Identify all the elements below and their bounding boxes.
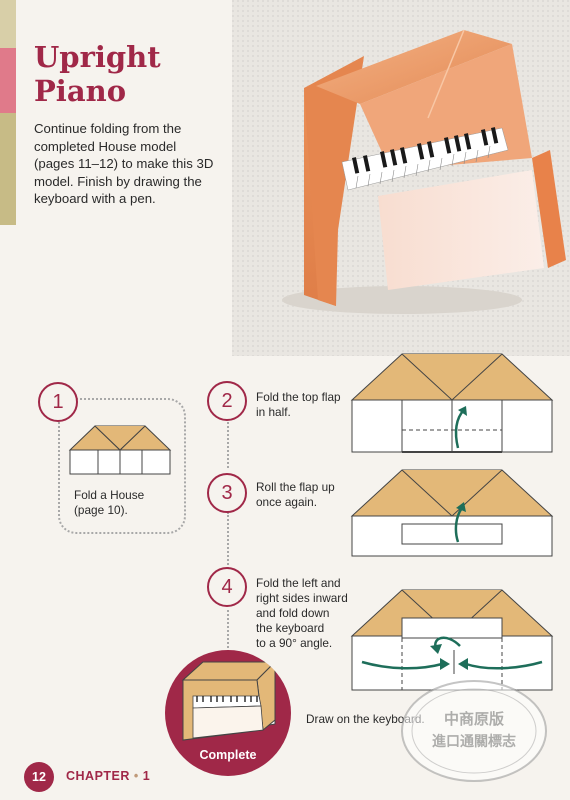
step-4-text: Fold the left and right sides inward and… [256, 576, 348, 651]
step-2-number: 2 [207, 381, 247, 421]
final-instruction: Draw on the keyboard. [306, 712, 425, 726]
stamp-line-2: 進口通關標志 [432, 733, 516, 750]
stamp-line-1: 中商原版 [444, 710, 504, 728]
curved-arrow-icon [454, 502, 466, 543]
step-4-line-4: the keyboard [256, 621, 325, 635]
step-4-line-5: to a 90° angle. [256, 636, 333, 650]
edge-strip-pink [0, 48, 16, 113]
step-3-line-2: once again. [256, 495, 318, 509]
step-2-text: Fold the top flap in half. [256, 390, 341, 420]
chapter-separator: • [133, 769, 139, 783]
chapter-number: 1 [142, 769, 151, 783]
step-connector-3 [227, 610, 229, 660]
complete-label: Complete [199, 748, 257, 762]
step-1-house-diagram [68, 425, 172, 475]
edge-strip-olive [0, 113, 16, 225]
chapter-text: CHAPTER [66, 769, 130, 783]
step-4-number: 4 [207, 567, 247, 607]
title-line-2: Piano [34, 74, 127, 108]
step-3-number: 3 [207, 473, 247, 513]
chapter-label: CHAPTER • 1 [66, 769, 150, 783]
step-1-line-2: (page 10). [74, 503, 128, 517]
step-1-box [58, 398, 186, 534]
piano-photo-illustration [282, 29, 566, 314]
page-number: 12 [24, 762, 54, 792]
step-4-line-1: Fold the left and [256, 576, 341, 590]
intro-paragraph: Continue folding from the completed Hous… [34, 121, 214, 206]
complete-badge: Complete [165, 650, 291, 776]
step-3-line-1: Roll the flap up [256, 480, 335, 494]
step-3-text: Roll the flap up once again. [256, 480, 335, 510]
step-2-line-1: Fold the top flap [256, 390, 341, 404]
step-connector-1 [227, 418, 229, 468]
edge-strip-tan [0, 0, 16, 48]
step-2-diagram [350, 353, 554, 453]
step-4-line-3: and fold down [256, 606, 330, 620]
step-1-text: Fold a House (page 10). [74, 488, 144, 518]
customs-stamp-seal: 中商原版 進口通關標志 [401, 680, 547, 782]
step-1-line-1: Fold a House [74, 488, 145, 502]
page-title: Upright Piano [34, 40, 224, 108]
step-1-number: 1 [38, 382, 78, 422]
step-4-diagram [350, 589, 554, 691]
complete-piano-diagram [181, 660, 277, 741]
curved-arrow-icon [454, 406, 467, 449]
step-2-line-2: in half. [256, 405, 291, 419]
piano-model-photo [232, 0, 570, 356]
curved-arrow-icon [361, 636, 543, 670]
title-line-1: Upright [34, 40, 161, 74]
step-connector-2 [227, 512, 229, 572]
step-4-line-2: right sides inward [256, 591, 348, 605]
step-3-diagram [350, 469, 554, 557]
